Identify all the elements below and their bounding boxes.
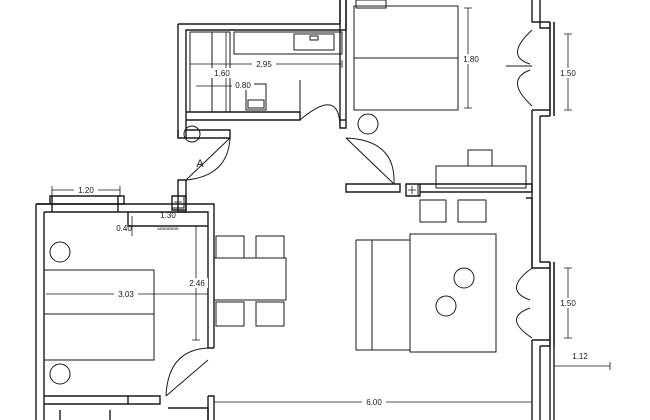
top-bedroom-walls — [339, 0, 555, 420]
dim-left-inner: 1.30 — [160, 211, 176, 220]
dim-window-lower-right: 1.50 — [560, 299, 576, 308]
bottom-walls — [44, 395, 215, 420]
dim-bed-left-height: 2.46 — [189, 279, 205, 288]
dim-bed-left-width: 3.03 — [118, 290, 134, 299]
doors — [165, 29, 533, 397]
living-furniture — [213, 149, 527, 353]
top-bedroom-furniture — [353, 0, 472, 135]
dim-overall-width: 6.00 — [366, 398, 382, 407]
bathroom-fixtures — [183, 31, 343, 143]
section-marker: A — [196, 158, 204, 170]
dim-left-window: 1.20 — [78, 186, 94, 195]
hall-walls — [171, 179, 533, 268]
dim-left-small: 0.40 — [116, 224, 132, 233]
plus-markers — [171, 183, 419, 209]
dim-window-top-right: 1.50 — [560, 69, 576, 78]
small-label: ABBBBBBB — [157, 226, 179, 231]
dim-bath-height: 1.60 — [214, 69, 230, 78]
dimension-lines — [46, 31, 611, 406]
dim-bath-small: 0.80 — [235, 81, 251, 90]
left-bedroom-furniture — [43, 241, 155, 385]
dim-bed-top: 1.80 — [463, 55, 479, 64]
dim-bath-width: 2.95 — [256, 60, 272, 69]
dim-right-offset: 1.12 — [572, 352, 588, 361]
